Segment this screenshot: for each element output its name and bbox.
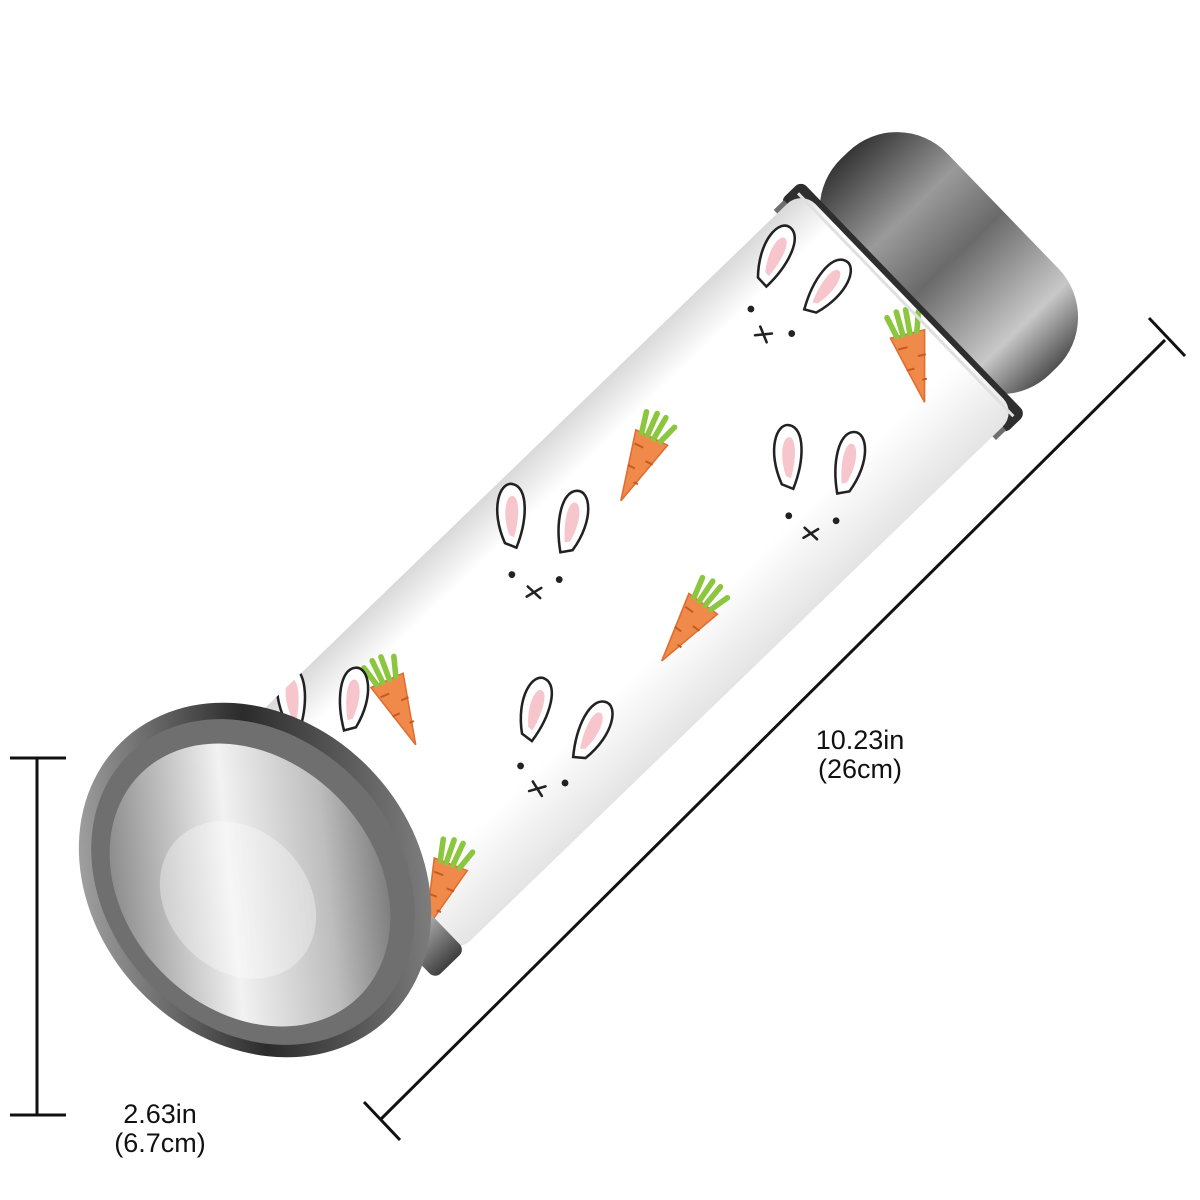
length-metric: (26cm) [817,754,902,784]
bottle-base [78,702,432,1058]
length-dimension-line [362,316,1187,1142]
diameter-label: 2.63in (6.7cm) [80,1100,240,1158]
diameter-dimension-line [10,756,66,1117]
diameter-imperial: 2.63in [123,1099,197,1129]
length-label: 10.23in (26cm) [780,726,940,784]
bottle-body [248,192,1015,947]
diameter-metric: (6.7cm) [114,1128,206,1158]
length-imperial: 10.23in [815,725,905,755]
